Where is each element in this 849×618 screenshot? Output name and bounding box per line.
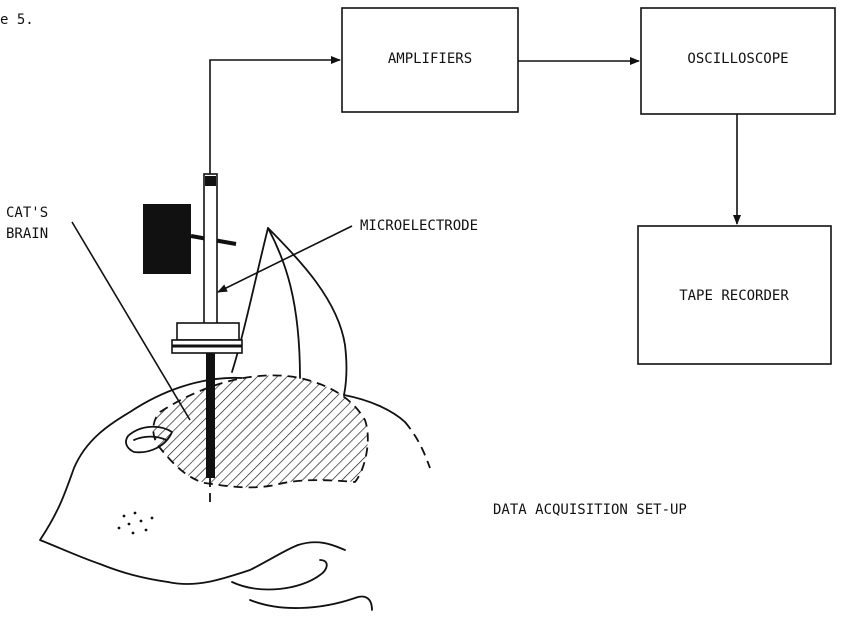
cat-head-illustration	[39, 227, 431, 611]
microelectrode-shaft	[206, 353, 215, 478]
microelectrode-label: MICROELECTRODE	[360, 218, 478, 234]
stage-block	[143, 204, 191, 274]
brain-outline	[152, 374, 369, 489]
figure-caption: DATA ACQUISITION SET-UP	[493, 502, 687, 518]
tape-recorder-block: TAPE RECORDER	[637, 225, 832, 365]
cats-brain-label-line2: BRAIN	[6, 226, 48, 242]
amplifiers-label: AMPLIFIERS	[388, 51, 472, 67]
amplifiers-block: AMPLIFIERS	[341, 7, 519, 113]
oscilloscope-label: OSCILLOSCOPE	[687, 51, 788, 67]
electrode-to-amplifiers-wire	[209, 56, 341, 340]
oscilloscope-block: OSCILLOSCOPE	[640, 7, 836, 115]
tape-recorder-label: TAPE RECORDER	[679, 288, 789, 304]
whisker-dots	[117, 511, 154, 535]
electrode-holder	[143, 173, 243, 354]
cats-brain-leader-line	[71, 221, 191, 421]
microelectrode-leader-line	[217, 225, 353, 293]
cats-brain-label-line1: CAT'S	[6, 205, 48, 221]
figure-label: e 5.	[0, 12, 34, 28]
